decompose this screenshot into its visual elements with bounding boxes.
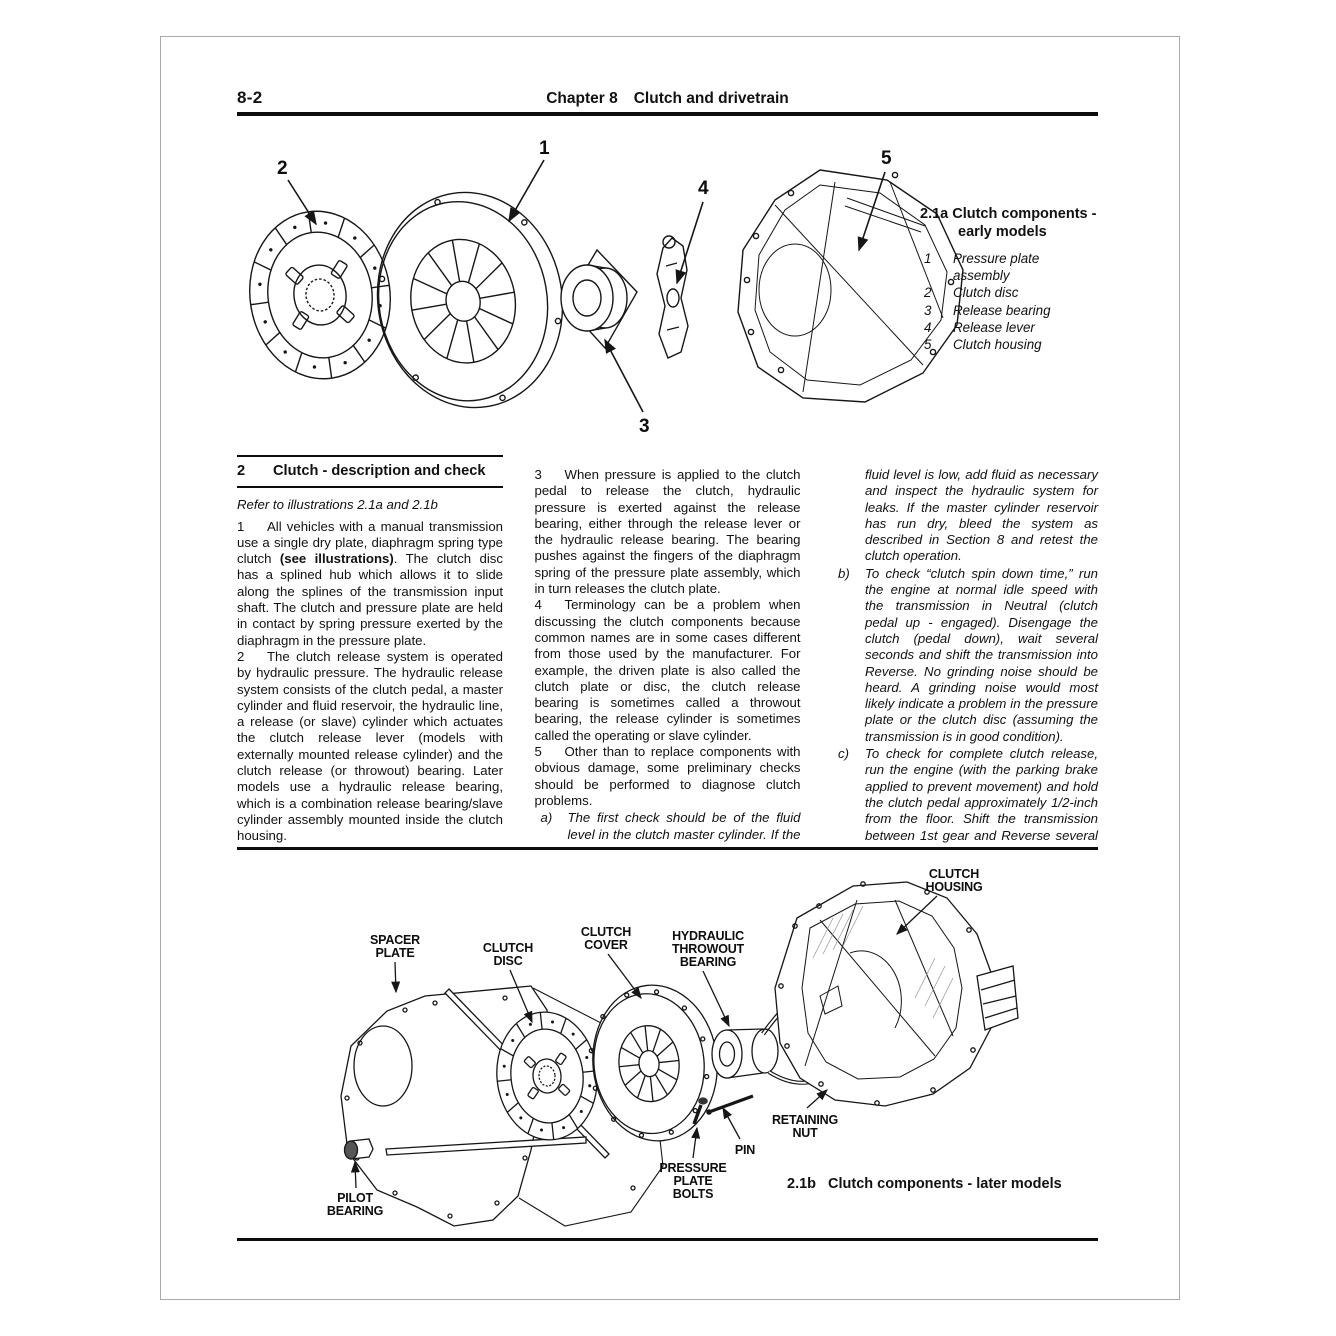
- svg-text:BEARING: BEARING: [680, 955, 736, 969]
- list-item-b: b)To check “clutch spin down time,” run …: [838, 565, 1098, 744]
- legend-item-text: Release bearing: [953, 302, 1051, 318]
- section-number: 2: [237, 463, 246, 479]
- pressure-plate-drawing: [376, 191, 564, 409]
- svg-text:PLATE: PLATE: [673, 1174, 712, 1188]
- clutch-disc-drawing: [249, 210, 391, 380]
- page-scan-border: [160, 36, 1180, 1300]
- svg-text:BOLTS: BOLTS: [673, 1187, 713, 1201]
- label-clutch-disc: CLUTCH: [483, 941, 533, 955]
- pin-part: [708, 1094, 754, 1114]
- text-column-3: fluid level is low, add fluid as necessa…: [832, 455, 1098, 845]
- svg-text:COVER: COVER: [584, 938, 628, 952]
- chapter-title: Clutch and drivetrain: [633, 90, 789, 107]
- figure-2-1b-caption-num: 2.1b: [787, 1176, 817, 1192]
- svg-text:NUT: NUT: [792, 1126, 818, 1140]
- figure-2-1a-caption-line1: 2.1a Clutch components -: [920, 206, 1097, 222]
- svg-text:HOUSING: HOUSING: [926, 880, 983, 894]
- legend-item: 4 Release lever: [920, 319, 1110, 336]
- pressure-plate-bolt-part: [692, 1104, 703, 1125]
- chapter-header: Chapter 8 Clutch and drivetrain: [237, 90, 1098, 108]
- list-item-c: c)To check for complete clutch release, …: [838, 746, 1098, 843]
- legend-item-num: 4: [924, 319, 932, 335]
- header-rule: [237, 112, 1098, 116]
- callout-3: 3: [639, 416, 650, 437]
- callout-2: 2: [277, 158, 288, 179]
- svg-text:DISC: DISC: [493, 954, 522, 968]
- legend-item-num: 1: [924, 251, 932, 266]
- svg-text:PLATE: PLATE: [375, 946, 414, 960]
- figure-2-1a-callouts: 2 1 3 4 5: [277, 138, 892, 437]
- legend-item-num: 2: [924, 285, 932, 301]
- page-bottom-rule: [237, 1238, 1098, 1241]
- svg-text:BEARING: BEARING: [327, 1204, 383, 1218]
- figure-2-1a-illustration: 2 1 3 4 5: [249, 138, 964, 437]
- section-divider-rule: [237, 847, 1098, 850]
- figure-2-1b-illustration: SPACER PLATE CLUTCH DISC CLUTCH COVER HY…: [327, 867, 1019, 1227]
- callout-4: 4: [698, 178, 709, 199]
- refer-line: Refer to illustrations 2.1a and 2.1b: [237, 497, 438, 513]
- release-lever-drawing: [656, 235, 689, 359]
- figure-2-1a-legend: 1 Pressure plate assembly 2 Clutch disc …: [920, 250, 1110, 353]
- body-text-columns: 2 Clutch - description and check Refer t…: [237, 455, 1100, 845]
- figure-2-1b-labels: SPACER PLATE CLUTCH DISC CLUTCH COVER HY…: [327, 867, 983, 1218]
- list-item-a: a)The first check should be of the fluid…: [540, 810, 801, 842]
- figure-2-1a-caption: 2.1a Clutch components - early models 1 …: [920, 206, 1110, 353]
- section-title: Clutch - description and check: [273, 463, 486, 479]
- figure-2-1b-caption: 2.1b Clutch components - later models: [787, 1176, 1062, 1192]
- label-spacer-plate: SPACER: [370, 933, 420, 947]
- legend-item: 5 Clutch housing: [920, 336, 1110, 353]
- legend-item: 1 Pressure plate assembly: [920, 250, 1110, 284]
- legend-item-text: Pressure plate assembly: [953, 251, 1040, 284]
- section-heading: 2 Clutch - description and check: [237, 455, 503, 489]
- clutch-housing-drawing: [737, 169, 964, 403]
- svg-text:THROWOUT: THROWOUT: [672, 942, 745, 956]
- label-pin: PIN: [735, 1143, 755, 1157]
- label-pilot-bearing: PILOT: [337, 1191, 373, 1205]
- legend-item-num: 5: [924, 337, 932, 353]
- clutch-cover-drawing: [588, 984, 718, 1142]
- page-number: 8-2: [237, 88, 263, 107]
- label-clutch-cover: CLUTCH: [581, 925, 631, 939]
- legend-item-text: Clutch disc: [953, 285, 1019, 301]
- label-hydraulic-throwout-bearing: HYDRAULIC: [672, 929, 744, 943]
- callout-1: 1: [539, 138, 550, 159]
- callout-5: 5: [881, 148, 892, 169]
- legend-item: 2 Clutch disc: [920, 284, 1110, 301]
- clutch-housing-later-drawing: [774, 881, 1019, 1107]
- legend-item: 3 Release bearing: [920, 302, 1110, 319]
- legend-item-text: Clutch housing: [953, 337, 1042, 353]
- pilot-bearing-drawing: [343, 1138, 374, 1160]
- label-retaining-nut: RETAINING: [772, 1113, 838, 1127]
- clutch-disc-later-drawing: [496, 1011, 598, 1141]
- figure-2-1a-caption-line2: early models: [958, 224, 1047, 240]
- chapter-label: Chapter 8: [546, 90, 618, 107]
- release-bearing-drawing: [560, 248, 638, 350]
- text-column-1: 2 Clutch - description and check Refer t…: [237, 455, 503, 845]
- figure-2-1b-caption-text: Clutch components - later models: [828, 1176, 1062, 1192]
- list-item-a-continuation: fluid level is low, add fluid as necessa…: [865, 467, 1098, 564]
- label-clutch-housing: CLUTCH: [929, 867, 979, 881]
- legend-item-text: Release lever: [953, 319, 1035, 335]
- label-pressure-plate-bolts: PRESSURE: [659, 1161, 726, 1175]
- legend-item-num: 3: [924, 302, 932, 318]
